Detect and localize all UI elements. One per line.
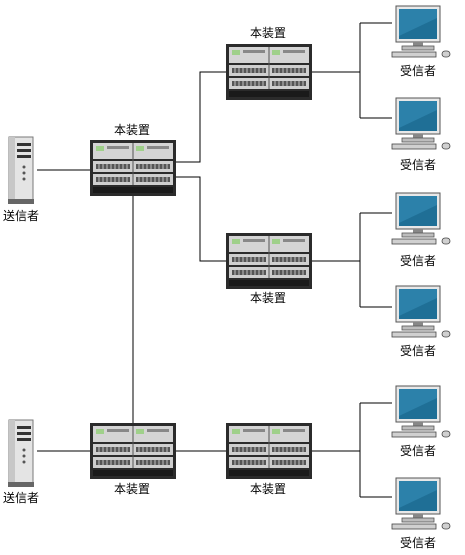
receiver-label-4: 受信者 <box>400 344 437 358</box>
sender-label-bottom: 送信者 <box>3 491 40 505</box>
receiver-label-5: 受信者 <box>400 444 437 458</box>
connection-lines <box>37 22 392 498</box>
receiver-monitor-icon-2 <box>391 97 451 150</box>
device-label-lower-left: 本装置 <box>114 482 151 496</box>
sender-label-top: 送信者 <box>3 209 40 223</box>
device-label-main: 本装置 <box>114 123 151 137</box>
device-label-lower-right: 本装置 <box>250 482 287 496</box>
device-rack-icon-lower-right <box>225 422 313 480</box>
sender-server-icon-top <box>7 136 35 205</box>
receiver-monitor-icon-4 <box>391 285 451 338</box>
receiver-monitor-icon-1 <box>391 5 451 58</box>
receiver-monitor-icon-6 <box>391 477 451 530</box>
device-label-middle: 本装置 <box>250 291 287 305</box>
receiver-monitor-icon-5 <box>391 385 451 438</box>
device-rack-icon-middle <box>225 232 313 290</box>
device-label-top: 本装置 <box>250 26 287 40</box>
receiver-label-1: 受信者 <box>400 64 437 78</box>
receiver-label-2: 受信者 <box>400 158 437 172</box>
receiver-label-3: 受信者 <box>400 254 437 268</box>
receiver-monitor-icon-3 <box>391 192 451 245</box>
device-rack-icon-top <box>225 43 313 101</box>
device-rack-icon-main <box>89 139 177 197</box>
sender-server-icon-bottom <box>7 419 35 488</box>
device-rack-icon-lower-left <box>89 422 177 480</box>
receiver-label-6: 受信者 <box>400 536 437 550</box>
